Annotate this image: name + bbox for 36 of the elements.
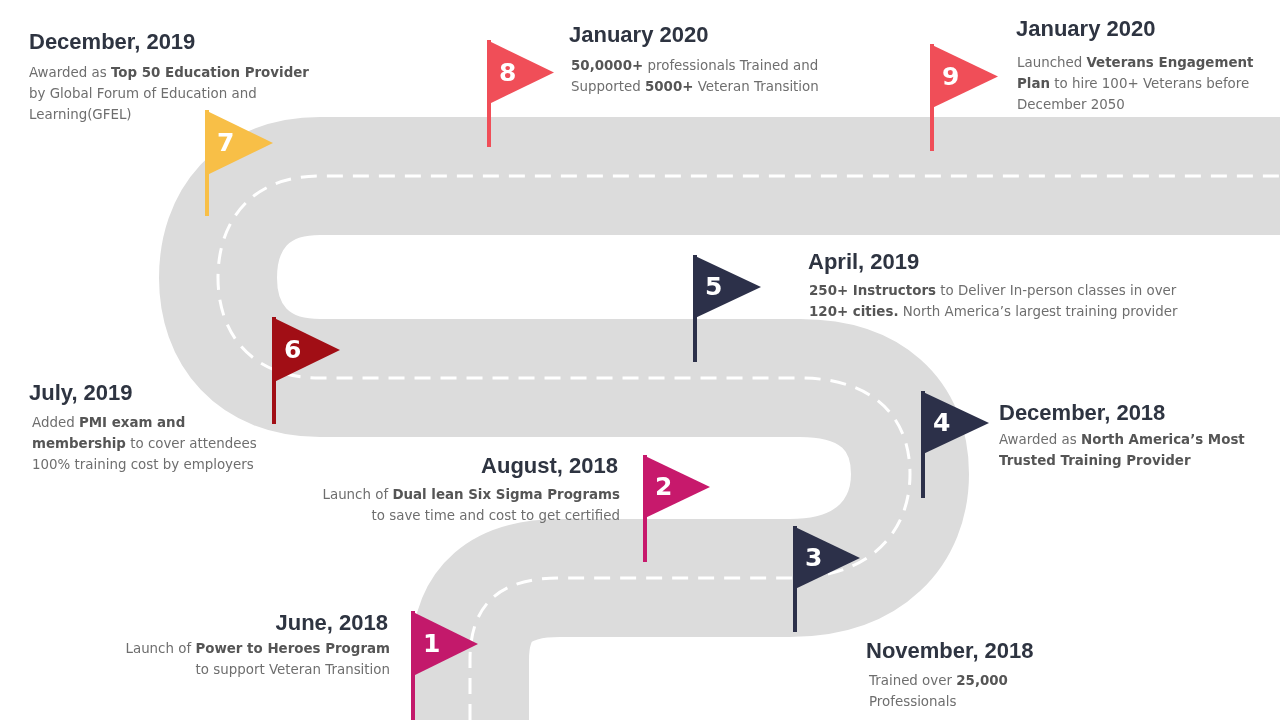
milestone-date: November, 2018	[866, 638, 1034, 664]
flag-number: 2	[655, 474, 673, 500]
milestone-date: July, 2019	[29, 380, 133, 406]
flag	[411, 611, 478, 720]
milestone-description: Added PMI exam and membership to cover attendees 100% training cost by employers	[32, 414, 258, 474]
flag-number: 8	[499, 59, 517, 86]
flag	[930, 44, 998, 151]
milestone-date: April, 2019	[808, 249, 920, 275]
flag-number: 4	[933, 410, 951, 436]
flag-number: 6	[284, 337, 302, 363]
flag-number: 9	[942, 63, 960, 90]
flag	[643, 455, 710, 562]
milestone-description: Launched Veterans Engagement Plan to hire 100+ Veterans before December 2050	[1017, 54, 1255, 114]
flag-number: 1	[423, 631, 441, 657]
milestone-date: December, 2019	[29, 29, 196, 55]
milestone-description: Launch of Power to Heroes Program to support Veteran Transition	[124, 640, 390, 679]
milestone-description: Awarded as Top 50 Education Provider by Global Forum of Education and Learning(GFEL)	[29, 64, 310, 124]
flag	[793, 526, 860, 632]
flag	[693, 255, 761, 362]
milestone-description: 50,0000+ professionals Trained and Supported 5000+ Veteran Transition	[571, 57, 820, 96]
milestone-description: Awarded as North America’s Most Trusted Training Provider	[999, 431, 1246, 470]
flag-number: 7	[217, 130, 235, 156]
milestone-date: June, 2018	[275, 610, 388, 636]
flag	[205, 110, 273, 216]
flag	[272, 317, 340, 424]
milestone-description: Trained over 25,000 Professionals	[869, 672, 1009, 711]
flag-number: 3	[805, 545, 823, 571]
flag-number: 5	[705, 274, 723, 300]
flag	[487, 40, 554, 147]
flag	[921, 391, 989, 498]
milestone-date: December, 2018	[999, 400, 1166, 426]
milestone-description: 250+ Instructors to Deliver In-person classes in over 120+ cities. North America’s largest training provider	[809, 282, 1179, 321]
milestone-date: January 2020	[1016, 16, 1156, 42]
milestone-date: August, 2018	[481, 453, 618, 479]
milestone-date: January 2020	[569, 22, 709, 48]
milestone-description: Launch of Dual lean Six Sigma Programs to save time and cost to get certified	[322, 486, 620, 525]
